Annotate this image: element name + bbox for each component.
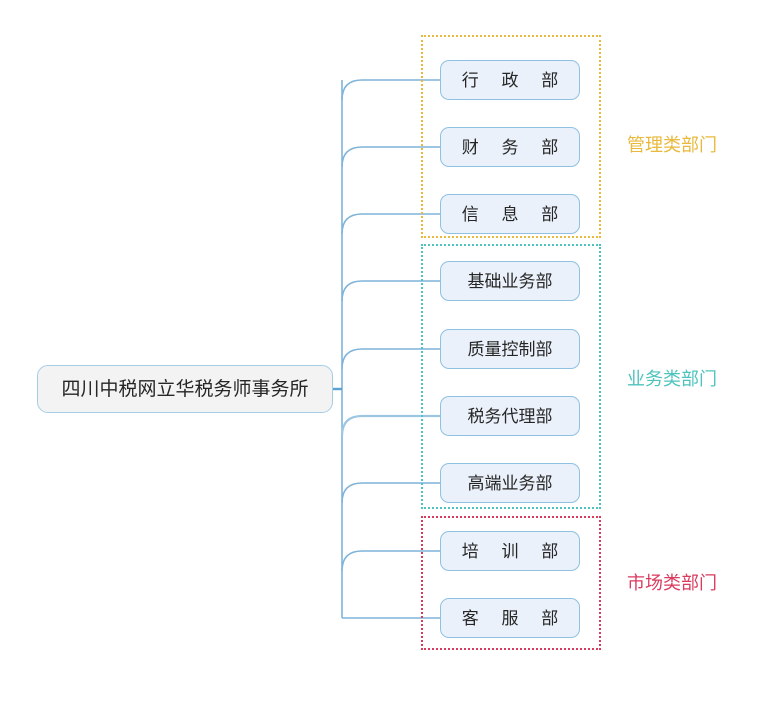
node-basic-business-department[interactable]: 基础业务部 <box>440 261 580 301</box>
root-node[interactable]: 四川中税网立华税务师事务所 <box>37 365 333 413</box>
group-box-market <box>421 516 601 650</box>
node-finance-department[interactable]: 财 务 部 <box>440 127 580 167</box>
group-label-market: 市场类部门 <box>627 573 717 593</box>
node-administration-department[interactable]: 行 政 部 <box>440 60 580 100</box>
group-label-management: 管理类部门 <box>627 135 717 155</box>
group-box-management <box>421 35 601 238</box>
node-training-department[interactable]: 培 训 部 <box>440 531 580 571</box>
node-tax-agency-department[interactable]: 税务代理部 <box>440 396 580 436</box>
group-label-business: 业务类部门 <box>627 369 717 389</box>
node-information-department[interactable]: 信 息 部 <box>440 194 580 234</box>
node-customer-service-department[interactable]: 客 服 部 <box>440 598 580 638</box>
node-high-end-business-department[interactable]: 高端业务部 <box>440 463 580 503</box>
node-quality-control-department[interactable]: 质量控制部 <box>440 329 580 369</box>
group-box-business <box>421 244 601 509</box>
